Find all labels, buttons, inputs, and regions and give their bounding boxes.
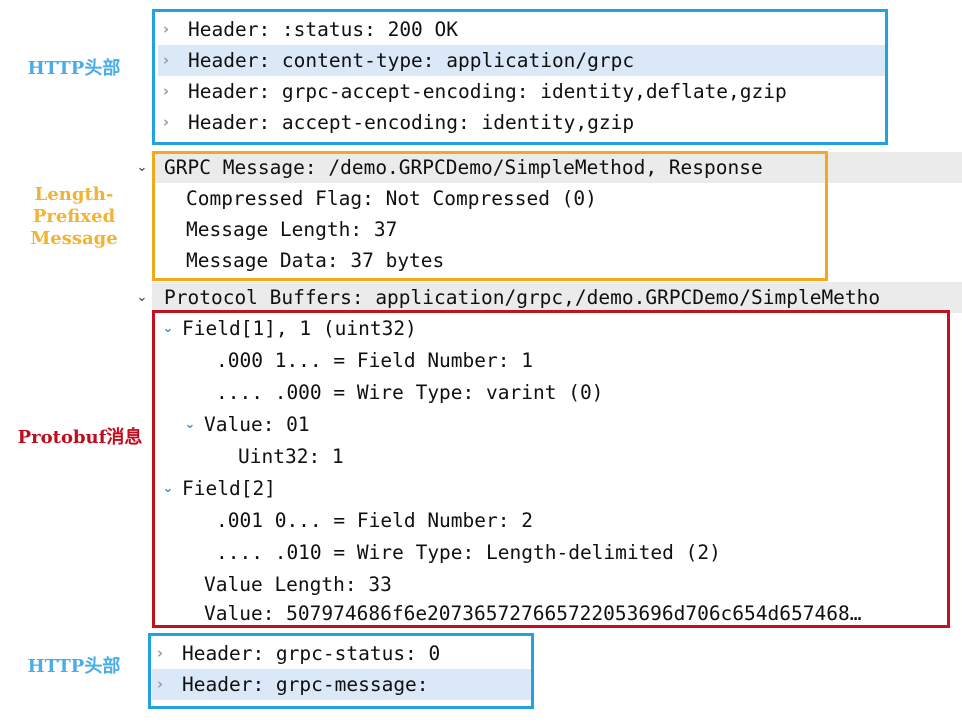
tree-row-grpc-message[interactable]: GRPC Message: /demo.GRPCDemo/SimpleMetho… xyxy=(152,152,962,183)
chevron-right-icon[interactable]: › xyxy=(162,51,170,69)
tree-row-label: Header: grpc-message: xyxy=(182,673,429,696)
tree-row-label: Header: grpc-status: 0 xyxy=(182,642,441,665)
tree-row-content-type-header[interactable]: › Header: content-type: application/grpc xyxy=(158,45,888,76)
tree-row-label: Compressed Flag: Not Compressed (0) xyxy=(186,187,597,210)
tree-row-protocol-buffers[interactable]: Protocol Buffers: application/grpc,/demo… xyxy=(152,282,962,313)
tree-row-message-length[interactable]: Message Length: 37 xyxy=(152,214,824,245)
annotation-http-headers-top: HTTP头部 xyxy=(27,58,121,79)
tree-row-field-1-number[interactable]: .000 1... = Field Number: 1 xyxy=(160,345,940,376)
tree-row-label: Uint32: 1 xyxy=(238,445,344,468)
chevron-down-icon[interactable]: ⌄ xyxy=(136,160,148,175)
tree-row-label: .... .000 = Wire Type: varint (0) xyxy=(216,381,604,404)
tree-row-field-2[interactable]: ⌄ Field[2] xyxy=(160,473,940,504)
tree-row-field-2-value[interactable]: Value: 507974686f6e207365727665722053696… xyxy=(160,598,948,629)
chevron-down-icon[interactable]: ⌄ xyxy=(136,290,148,305)
annotation-length-prefixed-message: Length- Prefixed Message xyxy=(30,184,118,249)
tree-row-label: Header: :status: 200 OK xyxy=(188,18,459,41)
tree-row-label: Header: grpc-accept-encoding: identity,d… xyxy=(188,80,787,103)
annotation-protobuf-message: Protobuf消息 xyxy=(17,427,143,448)
chevron-down-icon[interactable]: ⌄ xyxy=(162,321,174,336)
chevron-right-icon[interactable]: › xyxy=(162,82,170,100)
tree-row-label: GRPC Message: /demo.GRPCDemo/SimpleMetho… xyxy=(164,156,763,179)
tree-row-field-1-value[interactable]: ⌄ Value: 01 xyxy=(160,409,940,440)
tree-row-label: Value Length: 33 xyxy=(204,573,392,596)
tree-row-status-header[interactable]: › Header: :status: 200 OK xyxy=(158,14,888,45)
tree-row-field-1-wire-type[interactable]: .... .000 = Wire Type: varint (0) xyxy=(160,377,940,408)
tree-row-label: Message Data: 37 bytes xyxy=(186,249,445,272)
tree-row-label: Protocol Buffers: application/grpc,/demo… xyxy=(164,286,881,309)
chevron-down-icon[interactable]: ⌄ xyxy=(162,481,174,496)
tree-row-label: Value: 01 xyxy=(204,413,310,436)
tree-row-grpc-message-header[interactable]: › Header: grpc-message: xyxy=(152,669,532,700)
tree-row-label: Header: accept-encoding: identity,gzip xyxy=(188,111,635,134)
tree-row-grpc-accept-encoding-header[interactable]: › Header: grpc-accept-encoding: identity… xyxy=(158,76,888,107)
tree-row-message-data[interactable]: Message Data: 37 bytes xyxy=(152,245,824,276)
tree-row-field-2-value-length[interactable]: Value Length: 33 xyxy=(160,569,940,600)
tree-row-label: .001 0... = Field Number: 2 xyxy=(216,509,533,532)
tree-row-label: Header: content-type: application/grpc xyxy=(188,49,635,72)
chevron-right-icon[interactable]: › xyxy=(156,644,164,662)
tree-row-grpc-status-header[interactable]: › Header: grpc-status: 0 xyxy=(152,638,532,669)
chevron-right-icon[interactable]: › xyxy=(162,20,170,38)
tree-row-compressed-flag[interactable]: Compressed Flag: Not Compressed (0) xyxy=(152,183,824,214)
tree-row-label: .... .010 = Wire Type: Length-delimited … xyxy=(216,541,721,564)
tree-row-accept-encoding-header[interactable]: › Header: accept-encoding: identity,gzip xyxy=(158,107,888,138)
tree-row-field-1-uint32[interactable]: Uint32: 1 xyxy=(160,441,940,472)
chevron-down-icon[interactable]: ⌄ xyxy=(184,417,196,432)
tree-row-label: Field[1], 1 (uint32) xyxy=(182,317,417,340)
chevron-right-icon[interactable]: › xyxy=(162,113,170,131)
tree-row-label: Value: 507974686f6e207365727665722053696… xyxy=(204,602,862,625)
chevron-right-icon[interactable]: › xyxy=(156,675,164,693)
tree-row-field-2-wire-type[interactable]: .... .010 = Wire Type: Length-delimited … xyxy=(160,537,940,568)
tree-row-label: .000 1... = Field Number: 1 xyxy=(216,349,533,372)
annotation-http-headers-bottom: HTTP头部 xyxy=(27,656,121,677)
tree-row-label: Field[2] xyxy=(182,477,276,500)
tree-row-label: Message Length: 37 xyxy=(186,218,398,241)
tree-row-field-1[interactable]: ⌄ Field[1], 1 (uint32) xyxy=(160,313,940,344)
tree-row-field-2-number[interactable]: .001 0... = Field Number: 2 xyxy=(160,505,940,536)
